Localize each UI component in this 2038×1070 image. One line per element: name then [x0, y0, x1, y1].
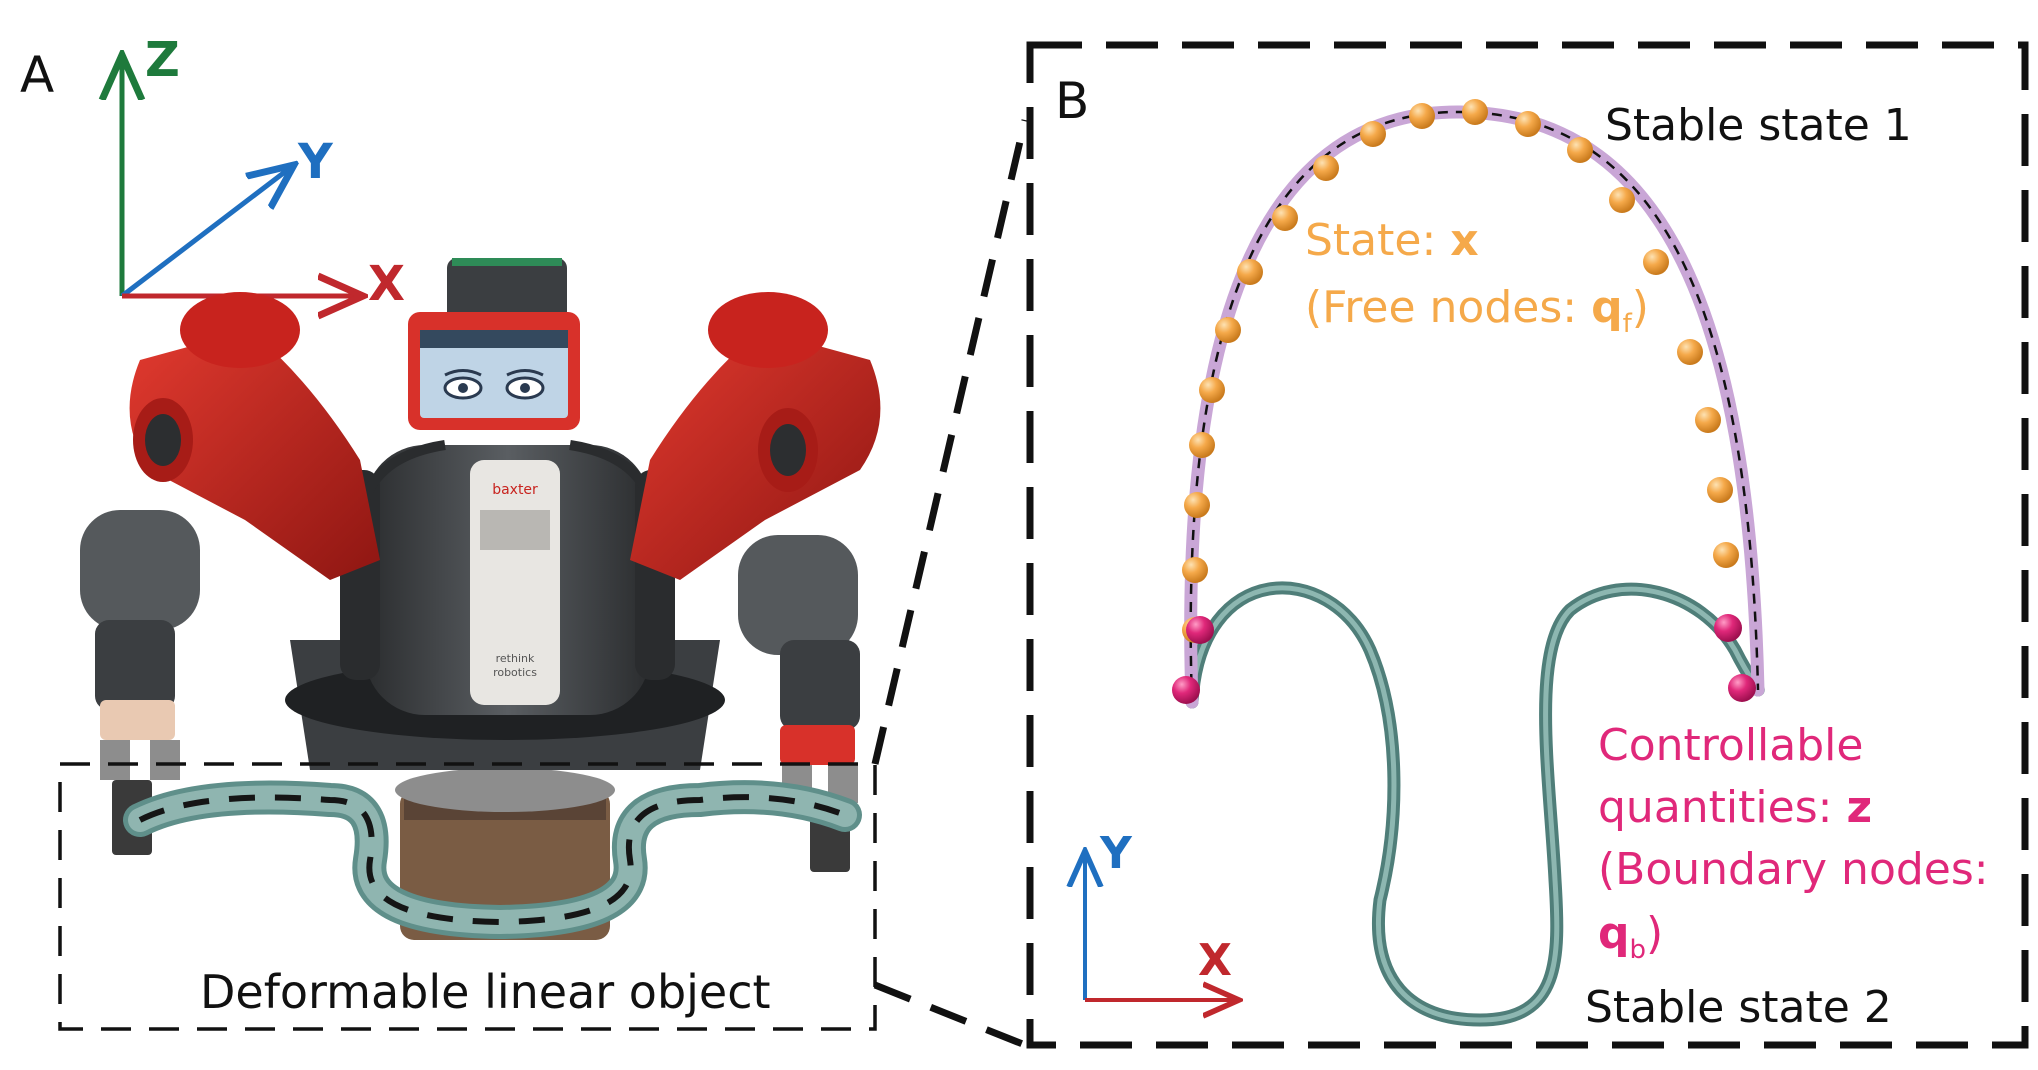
free-node	[1182, 557, 1208, 583]
zoom-line-bottom	[873, 981, 1027, 1049]
robot-left-arm	[80, 292, 380, 855]
controllable-line1: Controllable	[1598, 720, 1863, 771]
y-axis-label-b: Y	[1099, 828, 1133, 879]
free-node	[1199, 377, 1225, 403]
stable-state-1-curve	[1184, 105, 1765, 709]
x-axis-label-b: X	[1198, 935, 1232, 986]
free-node	[1643, 249, 1669, 275]
robot-eyes	[443, 369, 545, 400]
robot-maker-line2: robotics	[493, 666, 537, 679]
free-node	[1515, 111, 1541, 137]
free-node	[1272, 205, 1298, 231]
free-node	[1313, 155, 1339, 181]
free-node	[1695, 407, 1721, 433]
free-node	[1409, 103, 1435, 129]
x-axis-label: X	[368, 256, 405, 312]
boundary-nodes	[1172, 614, 1756, 704]
boundary-node	[1714, 614, 1742, 642]
panel-b-label: B	[1055, 72, 1089, 130]
deformable-band	[123, 780, 862, 940]
panel-b-frame	[1026, 41, 2029, 1049]
panel-a-label: A	[20, 46, 54, 104]
z-axis-label: Z	[145, 32, 180, 88]
y-axis-label: Y	[297, 134, 334, 190]
free-node	[1360, 121, 1386, 147]
boundary-node	[1186, 616, 1214, 644]
robot-brand-text: baxter	[492, 482, 538, 498]
free-node	[1567, 137, 1593, 163]
stable-state-2-label: Stable state 2	[1585, 982, 1892, 1033]
free-node	[1609, 187, 1635, 213]
free-node	[1184, 492, 1210, 518]
free-node	[1462, 99, 1488, 125]
axes-a: Z Y X	[122, 32, 405, 312]
boundary-node	[1728, 674, 1756, 702]
free-nodes-label: (Free nodes: qf)	[1305, 282, 1649, 339]
free-node	[1237, 259, 1263, 285]
boundary-nodes-line: (Boundary nodes:	[1598, 844, 1989, 895]
y-axis-arrow	[120, 168, 290, 298]
free-node	[1677, 339, 1703, 365]
zoom-line-top	[871, 119, 1029, 765]
boundary-node	[1172, 676, 1200, 704]
axes-b: Y X	[1085, 828, 1235, 1000]
free-node	[1215, 317, 1241, 343]
robot-maker-line1: rethink	[496, 652, 535, 665]
state-label: State: x	[1305, 215, 1479, 266]
free-node	[1713, 542, 1739, 568]
stable-state-1-label: Stable state 1	[1605, 100, 1912, 151]
object-highlight-box	[58, 762, 877, 1031]
free-nodes	[1182, 99, 1739, 643]
boundary-nodes-symbol: qb)	[1598, 908, 1663, 965]
controllable-line2: quantities: z	[1598, 782, 1872, 833]
free-node	[1189, 432, 1215, 458]
free-node	[1707, 477, 1733, 503]
robot-right-arm	[630, 292, 881, 872]
robot-illustration: baxter rethink robotics	[80, 258, 881, 940]
object-caption: Deformable linear object	[200, 965, 771, 1019]
